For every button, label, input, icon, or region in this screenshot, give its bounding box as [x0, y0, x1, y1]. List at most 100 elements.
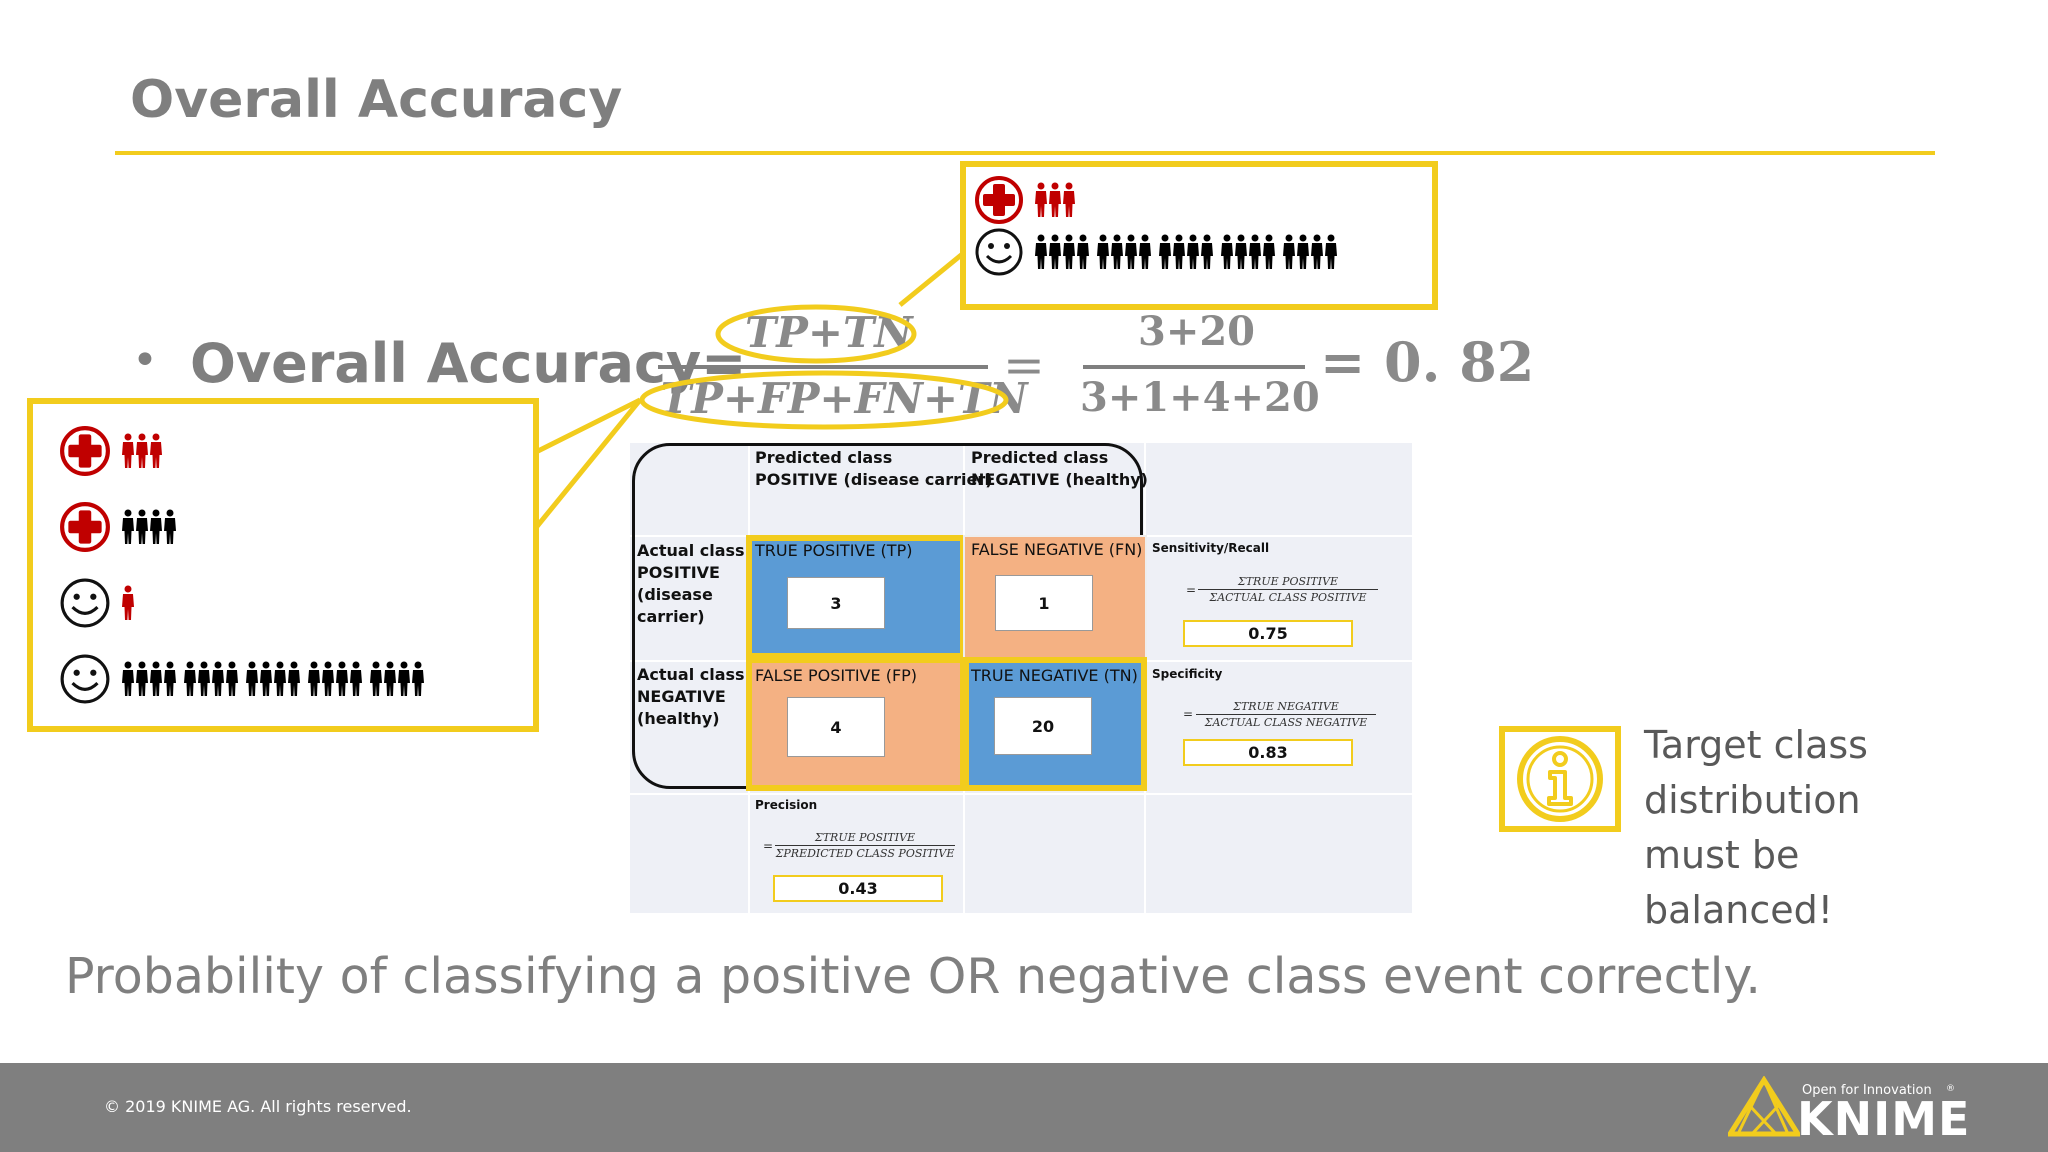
info-icon: [1517, 736, 1603, 822]
cell-true-positive: TRUE POSITIVE (TP) 3: [746, 535, 966, 659]
cell-true-negative: TRUE NEGATIVE (TN) 20: [963, 657, 1147, 791]
person-icon: [150, 661, 162, 696]
tp-label: TRUE POSITIVE (TP): [755, 541, 913, 560]
icon-row: [59, 425, 163, 477]
person-icon: [246, 661, 258, 696]
person-icon: [1221, 234, 1233, 269]
person-icon: [1283, 234, 1295, 269]
numeric-denominator: 3+1+4+20: [1080, 374, 1320, 421]
formula-label: Overall Accuracy=: [190, 332, 747, 395]
person-icon: [122, 661, 134, 696]
precision-value: 0.43: [773, 875, 943, 902]
icon-row: [59, 577, 135, 629]
formula-fraction-line: [658, 365, 988, 369]
person-icon: [1249, 234, 1261, 269]
person-icon: [308, 661, 320, 696]
sensitivity-value: 0.75: [1183, 620, 1353, 647]
person-icon: [1201, 234, 1213, 269]
specificity-label: Specificity: [1152, 667, 1223, 681]
person-icon: [1139, 234, 1151, 269]
icon-row: [59, 653, 431, 705]
person-icon: [260, 661, 272, 696]
person-icon: [398, 661, 410, 696]
footer-bar: [0, 1063, 2048, 1152]
person-icon: [122, 433, 134, 468]
person-icon: [184, 661, 196, 696]
numerator-ellipse: [715, 304, 917, 364]
left-callout-pointer: [528, 397, 642, 537]
person-icon: [1063, 182, 1075, 217]
smiley-icon: [975, 228, 1023, 276]
red-cross-icon: [60, 426, 110, 476]
person-icon: [1263, 234, 1275, 269]
slide-title: Overall Accuracy: [130, 70, 623, 130]
person-icon: [198, 661, 210, 696]
person-icon: [350, 661, 362, 696]
people-group: [1034, 234, 1344, 270]
people-group: [121, 585, 135, 621]
tn-value: 20: [994, 697, 1092, 755]
denominator-ellipse: [639, 370, 1009, 430]
person-icon: [122, 585, 134, 620]
confusion-matrix: Predicted class POSITIVE (disease carrie…: [630, 443, 1412, 913]
person-icon: [136, 661, 148, 696]
person-icon: [1325, 234, 1337, 269]
person-icon: [1311, 234, 1323, 269]
cell-false-negative: FALSE NEGATIVE (FN) 1: [963, 535, 1147, 659]
info-box: [1499, 726, 1621, 832]
row-header-positive: Actual class POSITIVE (disease carrier): [637, 541, 745, 626]
bullet-dot: •: [132, 335, 158, 386]
person-icon: [1049, 234, 1061, 269]
people-group: [121, 661, 431, 697]
person-icon: [226, 661, 238, 696]
fn-label: FALSE NEGATIVE (FN): [971, 540, 1143, 559]
specificity-formula: ΣTRUE NEGATIVE ΣACTUAL CLASS NEGATIVE: [1196, 699, 1376, 730]
col-header-positive: Predicted class POSITIVE (disease carrie…: [755, 448, 993, 489]
col-header-negative: Predicted class NEGATIVE (healthy): [971, 448, 1148, 489]
icon-row: [59, 501, 177, 553]
person-icon: [1077, 234, 1089, 269]
registered-mark: ®: [1946, 1084, 1955, 1094]
cell-false-positive: FALSE POSITIVE (FP) 4: [746, 657, 966, 791]
numeric-fraction-line: [1083, 365, 1305, 369]
red-cross-icon: [60, 502, 110, 552]
specificity-value: 0.83: [1183, 739, 1353, 766]
target-class-note: Target class distribution must be balanc…: [1644, 723, 1868, 932]
precision-label: Precision: [755, 798, 818, 812]
row-header-negative: Actual class NEGATIVE (healthy): [637, 665, 745, 728]
top-callout: [960, 161, 1438, 310]
tn-label: TRUE NEGATIVE (TN): [971, 666, 1138, 685]
person-icon: [1049, 182, 1061, 217]
knime-logo-icon: [1728, 1076, 1800, 1137]
sensitivity-label: Sensitivity/Recall: [1152, 541, 1270, 555]
formula-equals-1: =: [1003, 336, 1045, 394]
person-icon: [164, 661, 176, 696]
people-group: [121, 433, 163, 469]
people-group: [121, 509, 177, 545]
person-icon: [370, 661, 382, 696]
person-icon: [274, 661, 286, 696]
person-icon: [1187, 234, 1199, 269]
person-icon: [322, 661, 334, 696]
person-icon: [288, 661, 300, 696]
fp-label: FALSE POSITIVE (FP): [755, 666, 918, 685]
knime-wordmark: KNIME: [1797, 1092, 1971, 1146]
person-icon: [1111, 234, 1123, 269]
person-icon: [150, 509, 162, 544]
person-icon: [1235, 234, 1247, 269]
person-icon: [412, 661, 424, 696]
person-icon: [212, 661, 224, 696]
formula-result: = 0. 82: [1320, 330, 1535, 394]
person-icon: [1035, 182, 1047, 217]
person-icon: [122, 509, 134, 544]
people-group: [1034, 182, 1076, 218]
icon-row: [974, 175, 1076, 225]
fp-value: 4: [787, 697, 885, 757]
person-icon: [164, 509, 176, 544]
person-icon: [136, 509, 148, 544]
person-icon: [136, 433, 148, 468]
title-underline: [115, 151, 1935, 155]
left-callout: [27, 398, 539, 732]
person-icon: [1173, 234, 1185, 269]
